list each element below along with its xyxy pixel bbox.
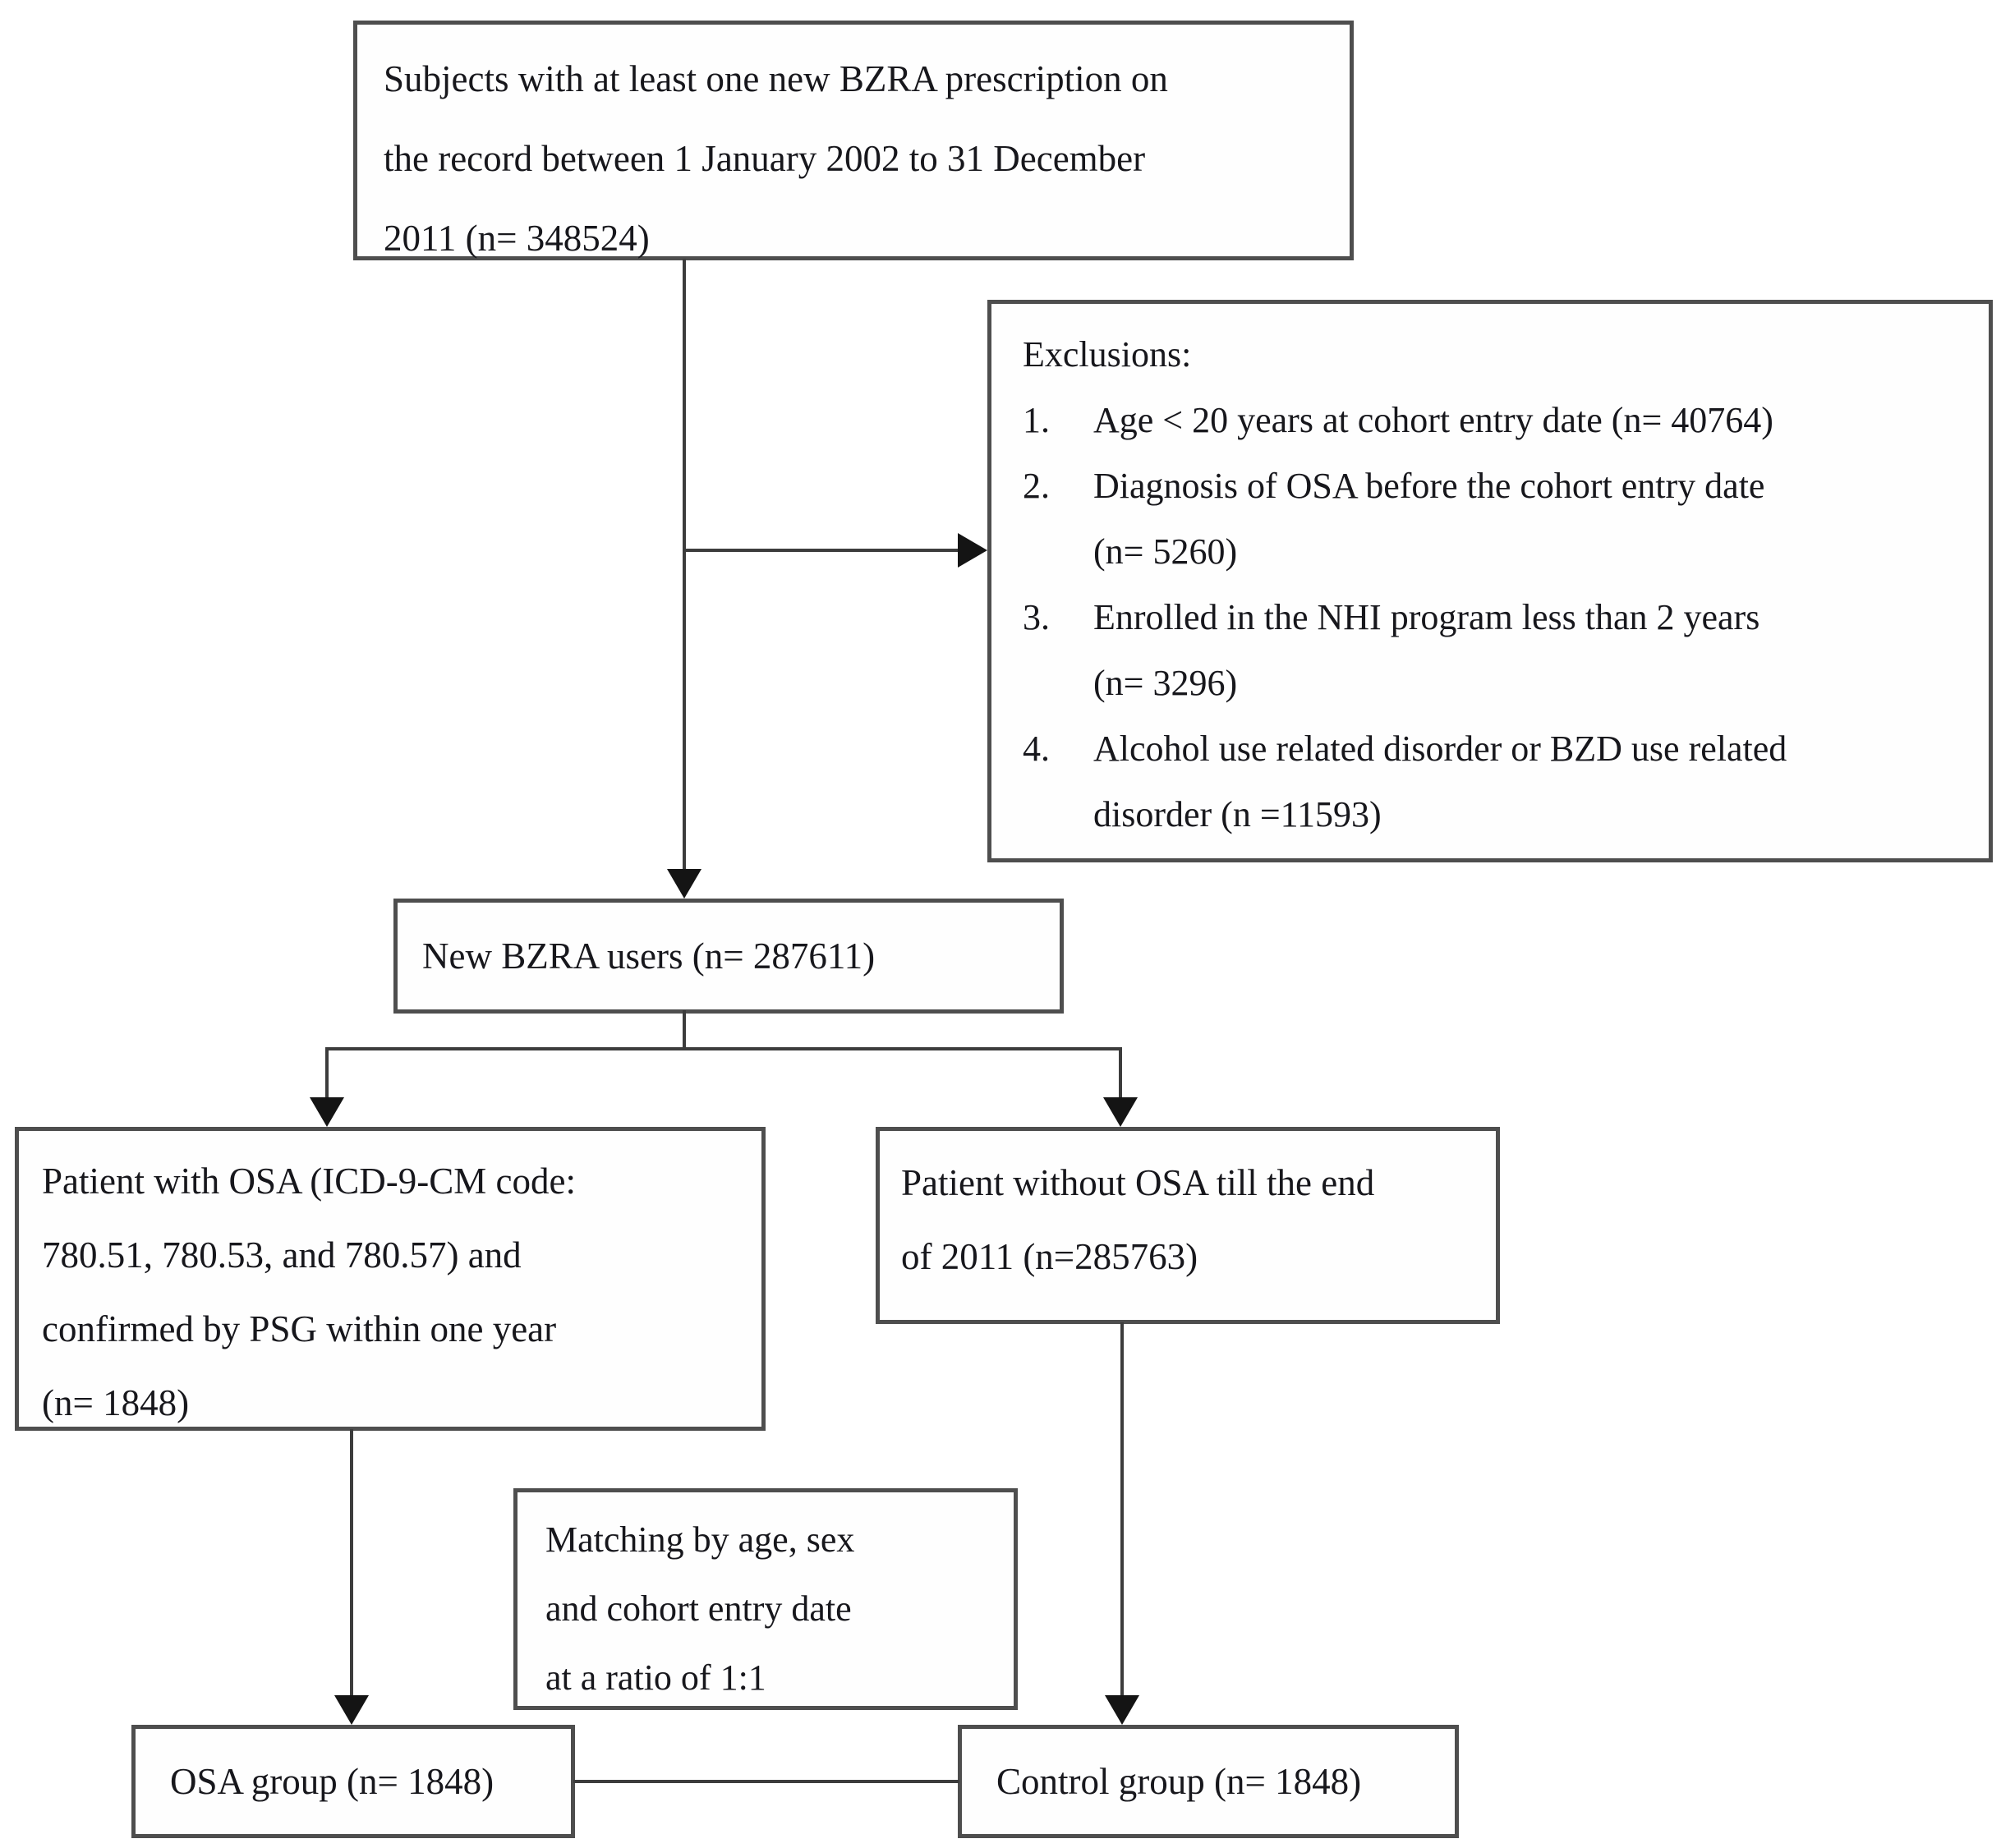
exclusion-item-text: Diagnosis of OSA before the cohort entry… xyxy=(1093,466,1765,506)
connector-subjects-to-bzra xyxy=(683,259,686,869)
arrowhead-down-icon xyxy=(310,1097,344,1127)
exclusion-item-text: disorder (n =11593) xyxy=(1093,794,1382,834)
matching-line: and cohort entry date xyxy=(545,1588,852,1629)
exclusions-box: Exclusions: 1. Age < 20 years at cohort … xyxy=(987,300,1993,862)
connector-group-link xyxy=(573,1780,959,1783)
connector-split-to-non-osa xyxy=(1119,1047,1122,1097)
exclusion-item: 1. Age < 20 years at cohort entry date (… xyxy=(1023,388,1969,453)
subjects-line: 2011 (n= 348524) xyxy=(384,218,650,259)
matching-line: Matching by age, sex xyxy=(545,1519,855,1560)
osa-patients-box: Patient with OSA (ICD-9-CM code: 780.51,… xyxy=(15,1127,766,1431)
arrowhead-down-icon xyxy=(334,1695,369,1725)
connector-non-osa-to-control xyxy=(1120,1322,1124,1695)
connector-to-exclusions xyxy=(684,549,958,552)
control-group-text: Control group (n= 1848) xyxy=(996,1761,1362,1802)
arrowhead-down-icon xyxy=(1105,1695,1139,1725)
osa-group-text: OSA group (n= 1848) xyxy=(170,1761,494,1802)
exclusion-item-text: (n= 3296) xyxy=(1093,663,1238,703)
new-bzra-users-box: New BZRA users (n= 287611) xyxy=(393,899,1064,1014)
exclusions-title: Exclusions: xyxy=(1023,334,1192,375)
arrowhead-down-icon xyxy=(1103,1097,1138,1127)
osa-group-box: OSA group (n= 1848) xyxy=(131,1725,575,1838)
exclusion-item-number: 4. xyxy=(1023,729,1050,769)
osa-patients-line: 780.51, 780.53, and 780.57) and xyxy=(42,1234,522,1276)
exclusion-item: 4. Alcohol use related disorder or BZD u… xyxy=(1023,716,1969,848)
matching-box: Matching by age, sex and cohort entry da… xyxy=(513,1488,1018,1710)
exclusion-item: 3. Enrolled in the NHI program less than… xyxy=(1023,585,1969,716)
osa-patients-line: Patient with OSA (ICD-9-CM code: xyxy=(42,1161,576,1202)
arrowhead-right-icon xyxy=(958,533,987,568)
new-bzra-users-text: New BZRA users (n= 287611) xyxy=(422,935,876,977)
matching-line: at a ratio of 1:1 xyxy=(545,1657,766,1698)
exclusion-item-text: Alcohol use related disorder or BZD use … xyxy=(1093,729,1787,769)
exclusion-item-number: 3. xyxy=(1023,597,1050,637)
connector-osa-to-group xyxy=(350,1429,353,1695)
arrowhead-down-icon xyxy=(667,869,702,899)
non-osa-patients-line: of 2011 (n=285763) xyxy=(901,1236,1198,1277)
exclusion-item-number: 1. xyxy=(1023,400,1050,440)
connector-split-to-osa xyxy=(325,1047,329,1097)
osa-patients-line: confirmed by PSG within one year xyxy=(42,1308,557,1349)
connector-split-bar xyxy=(325,1047,1122,1050)
control-group-box: Control group (n= 1848) xyxy=(958,1725,1459,1838)
subjects-box: Subjects with at least one new BZRA pres… xyxy=(353,21,1354,260)
osa-patients-line: (n= 1848) xyxy=(42,1382,190,1423)
exclusion-item-text: Enrolled in the NHI program less than 2 … xyxy=(1093,597,1760,637)
non-osa-patients-box: Patient without OSA till the end of 2011… xyxy=(876,1127,1500,1324)
exclusion-item-number: 2. xyxy=(1023,466,1050,506)
exclusion-item-text: (n= 5260) xyxy=(1093,531,1238,572)
non-osa-patients-line: Patient without OSA till the end xyxy=(901,1162,1375,1203)
subjects-line: the record between 1 January 2002 to 31 … xyxy=(384,138,1146,179)
connector-bzra-stub xyxy=(683,1010,686,1050)
exclusion-item-text: Age < 20 years at cohort entry date (n= … xyxy=(1093,400,1773,440)
subjects-line: Subjects with at least one new BZRA pres… xyxy=(384,58,1168,99)
exclusion-item: 2. Diagnosis of OSA before the cohort en… xyxy=(1023,453,1969,585)
